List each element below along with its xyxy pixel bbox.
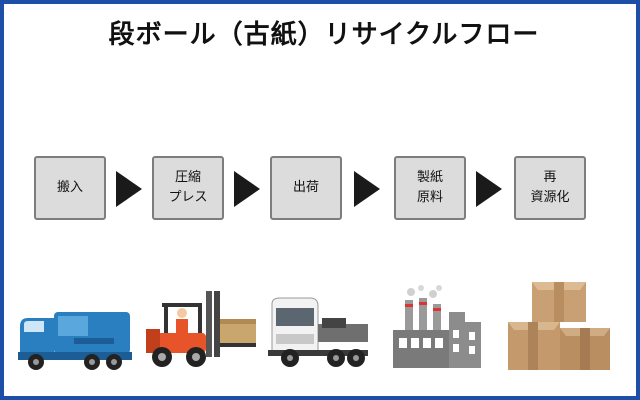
flow-arrow-3	[354, 171, 380, 207]
step-compress-label: 圧縮 プレス	[168, 170, 208, 205]
flow-arrow-2	[234, 171, 260, 207]
step-compress: 圧縮 プレス	[152, 156, 224, 220]
step-recycle: 再 資源化	[514, 156, 586, 220]
cardboard-boxes-icon	[508, 282, 610, 370]
step-papermaking: 製紙 原料	[394, 156, 466, 220]
step-intake-label: 搬入	[56, 180, 83, 195]
step-ship: 出荷	[270, 156, 342, 220]
factory-icon	[393, 285, 481, 368]
garbage-truck-icon	[18, 312, 132, 370]
semi-truck-icon	[268, 297, 368, 367]
step-ship-label: 出荷	[292, 180, 319, 195]
step-intake: 搬入	[34, 156, 106, 220]
flow-arrow-1	[116, 171, 142, 207]
diagram-title: 段ボール（古紙）リサイクルフロー	[108, 20, 540, 50]
step-recycle-label: 再 資源化	[530, 170, 570, 205]
step-papermaking-label: 製紙 原料	[416, 170, 443, 205]
flow-arrow-4	[476, 171, 502, 207]
forklift-icon	[146, 291, 256, 367]
